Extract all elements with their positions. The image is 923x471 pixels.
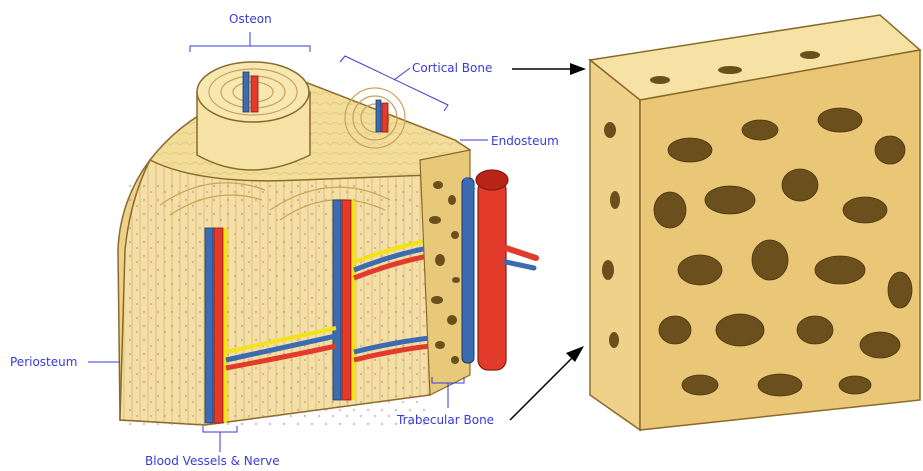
periosteum-label: Periosteum	[10, 355, 77, 369]
blood-vessels-nerve-label: Blood Vessels & Nerve	[145, 454, 280, 468]
osteon-cylinder	[197, 62, 310, 170]
arrow-cortical	[512, 63, 586, 75]
osteon-label: Osteon	[229, 12, 272, 26]
osteon-bracket	[190, 32, 310, 52]
cortical-bone-label: Cortical Bone	[412, 61, 492, 75]
spongy-bone-block	[590, 15, 920, 430]
trabecular-bone-label: Trabecular Bone	[397, 413, 494, 427]
vessels-bracket	[203, 426, 237, 452]
arrow-trabecular	[510, 346, 584, 420]
cortical-bone-wedge	[118, 62, 536, 425]
endosteum-label: Endosteum	[491, 134, 559, 148]
marrow-vessels	[462, 170, 536, 370]
